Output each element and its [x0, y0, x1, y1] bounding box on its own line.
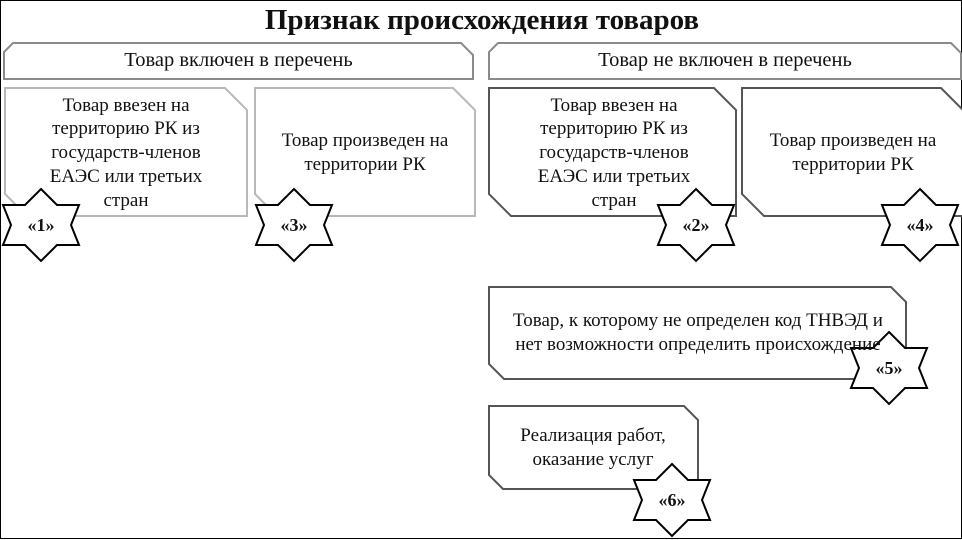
box-1-text: Товар ввезен на территорию РК из государ…: [49, 94, 203, 211]
star-4-shape: [880, 187, 960, 263]
box-4-shape: [741, 87, 962, 217]
badge-1: «1»: [27, 214, 55, 235]
box-3-shape: [254, 87, 476, 217]
star-1-shape: [1, 187, 81, 263]
header-included: Товар включен в перечень: [124, 49, 353, 72]
star-6-shape: [632, 462, 712, 538]
header-not-included: Товар не включен в перечень: [598, 49, 852, 72]
badge-5: «5»: [875, 357, 903, 378]
box-3-text: Товар произведен на территории РК: [281, 130, 449, 175]
box-1-shape: [4, 87, 248, 217]
page-title: Признак происхождения товаров: [264, 3, 700, 36]
star-3-shape: [254, 187, 334, 263]
box-5-text: Товар, к которому не определен код ТНВЭД…: [513, 310, 883, 355]
badge-2: «2»: [682, 214, 710, 235]
star-2-shape: [656, 187, 736, 263]
badge-4: «4»: [906, 214, 934, 235]
star-5-shape: [849, 330, 929, 406]
header-left-shape: [3, 42, 474, 80]
badge-6: «6»: [658, 489, 686, 510]
header-right-shape: [488, 42, 962, 80]
box-6-text: Реализация работ, оказание услуг: [520, 424, 666, 470]
badge-3: «3»: [280, 214, 308, 235]
box-2-text: Товар ввезен на территорию РК из государ…: [537, 94, 691, 211]
box-2-shape: [488, 87, 737, 217]
box-4-text: Товар произведен на территории РК: [769, 130, 937, 175]
